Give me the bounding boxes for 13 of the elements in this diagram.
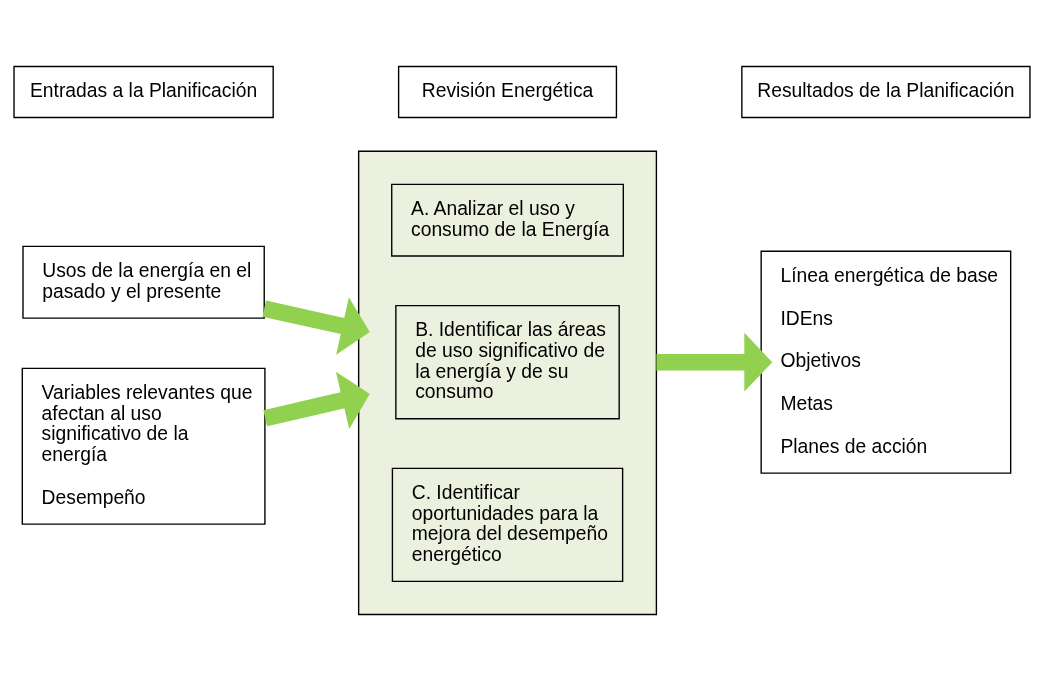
node-box: B. Identificar las áreas de uso significativo de la energía y de su consumo [395,304,620,419]
node-box: Línea energética de base IDEns Objetivos Metas Planes de acción [760,250,1012,474]
node-box: Usos de la energía en el pasado y el presente [22,245,265,319]
cluster [357,150,658,615]
node-box: Resultados de la Planificación [741,65,1031,118]
node-box: Entradas a la Planificación [13,65,274,118]
node-box: Variables relevantes que afectan al uso significativo de la energía Desempeño [21,367,266,525]
arrow [656,332,773,392]
node-box: A. Analizar el uso y consumo de la Energía [391,183,624,257]
node-box: Revisión Energética [397,65,618,118]
node-box: C. Identificar oportunidades para la mejora del desempeño energético [391,467,624,582]
arrow [263,371,370,429]
arrow [262,296,370,355]
